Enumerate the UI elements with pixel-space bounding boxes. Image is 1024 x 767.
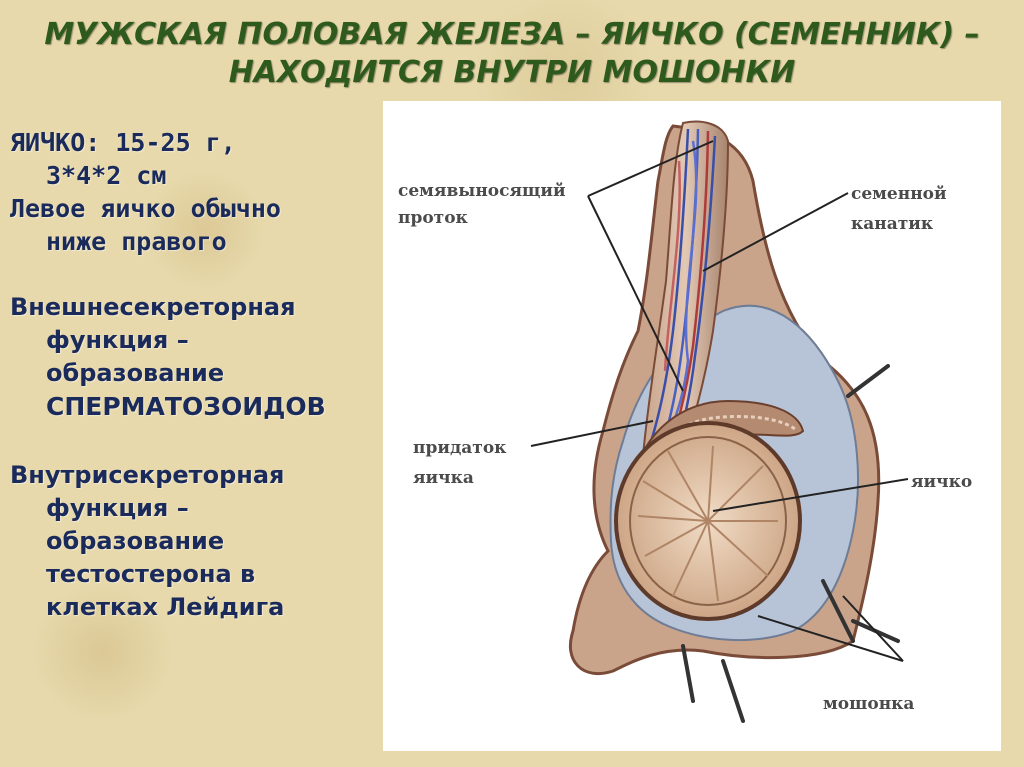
exocrine-line-3: образование <box>46 359 225 387</box>
label-scrotum: мошонка <box>823 694 914 714</box>
endocrine-line-2: функция – <box>46 494 189 522</box>
testis-diagram: семявыносящий проток семенной канатик пр… <box>398 120 972 723</box>
title-line-2: НАХОДИТСЯ ВНУТРИ МОШОНКИ <box>228 55 796 90</box>
endocrine-heading: Внутрисекреторная <box>10 461 285 489</box>
label-testis: яичко <box>911 472 972 492</box>
label-epididymis-2: яичка <box>413 468 474 488</box>
label-spermatic-cord-2: канатик <box>851 214 934 234</box>
exocrine-line-4: СПЕРМАТОЗОИДОВ <box>46 392 326 421</box>
endocrine-line-5: клетках Лейдига <box>46 593 285 621</box>
testis-weight: ЯИЧКО: 15-25 г, <box>10 128 236 157</box>
seminiferous-lobules <box>637 445 778 602</box>
leader-lines <box>530 140 909 662</box>
left-testis-note-1: Левое яичко обычно <box>10 194 281 223</box>
left-testis-note-2: ниже правого <box>46 227 227 256</box>
probes <box>681 364 900 723</box>
label-vas-deferens-1: семявыносящий <box>398 181 566 201</box>
exocrine-line-2: функция – <box>46 326 189 354</box>
title-line-1: МУЖСКАЯ ПОЛОВАЯ ЖЕЛЕЗА – ЯИЧКО (СЕМЕННИК… <box>44 17 980 52</box>
label-vas-deferens-2: проток <box>398 208 469 228</box>
testis-dimensions: 3*4*2 см <box>46 161 167 190</box>
anatomy-illustration: семявыносящий проток семенной канатик пр… <box>383 101 1001 751</box>
label-epididymis-1: придаток <box>413 438 507 458</box>
endocrine-line-4: тестостерона в <box>46 560 256 588</box>
text-column: ЯИЧКО: 15-25 г, 3*4*2 см Левое яичко обы… <box>10 126 405 624</box>
label-spermatic-cord-1: семенной <box>851 184 947 204</box>
exocrine-heading: Внешнесекреторная <box>10 293 296 321</box>
endocrine-line-3: образование <box>46 527 225 555</box>
slide-title: МУЖСКАЯ ПОЛОВАЯ ЖЕЛЕЗА – ЯИЧКО (СЕМЕННИК… <box>0 16 1024 92</box>
